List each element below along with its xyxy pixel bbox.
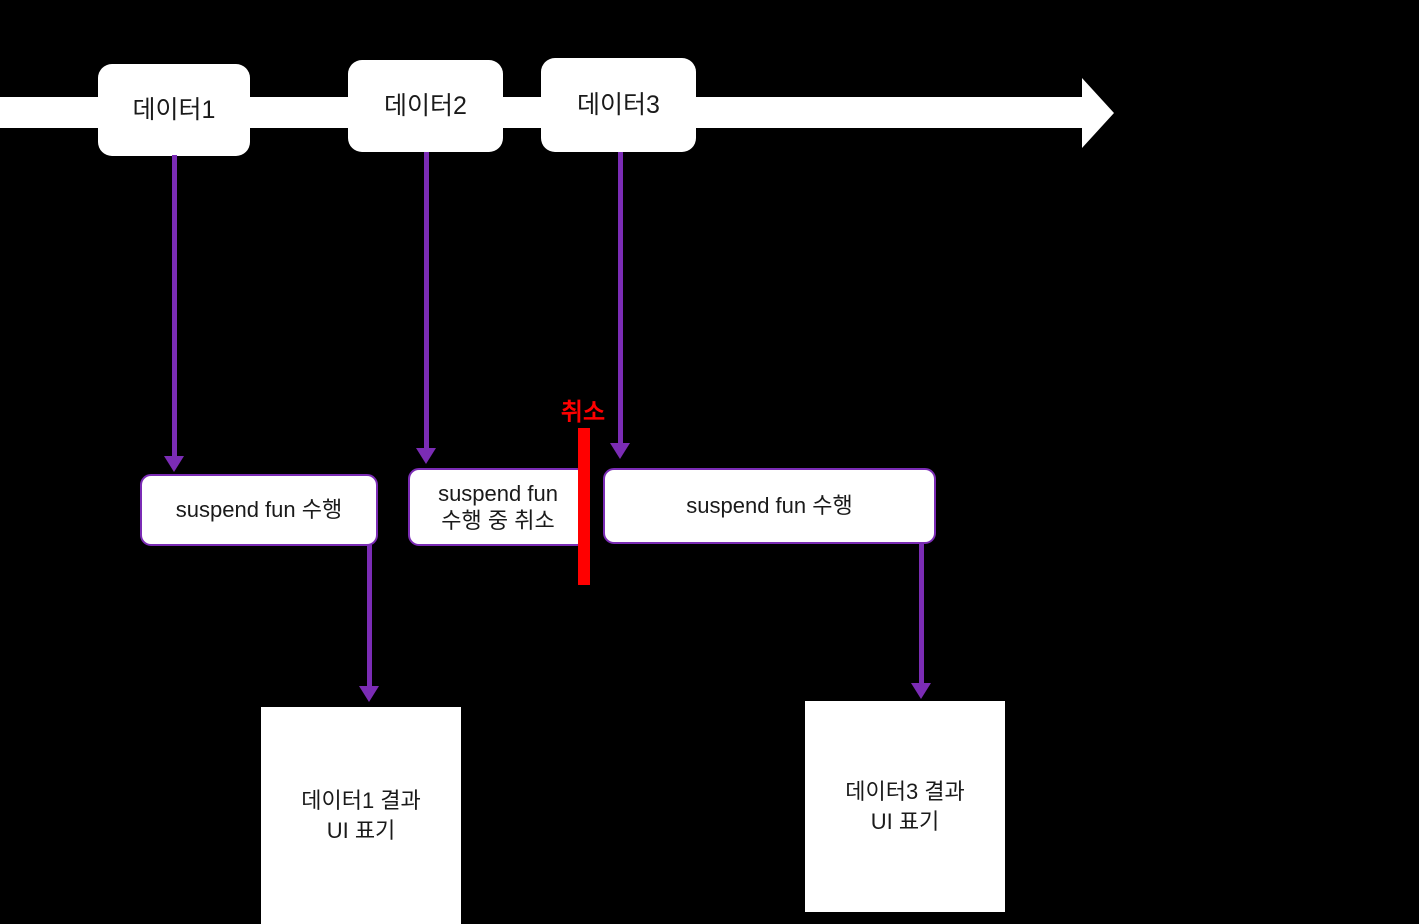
- data-box-2[interactable]: 데이터2: [348, 60, 503, 152]
- result-box-1-label-line1: 데이터1 결과: [301, 787, 421, 813]
- arrow-suspend3-to-result3-head-icon: [911, 683, 931, 699]
- arrow-data3-to-suspend3-head-icon: [610, 443, 630, 459]
- arrow-suspend1-to-result1-head-icon: [359, 686, 379, 702]
- result-box-3[interactable]: 데이터3 결과 UI 표기: [805, 701, 1005, 912]
- result-box-3-label-line1: 데이터3 결과: [845, 778, 965, 804]
- timeline-arrow-head-icon: [1082, 78, 1114, 148]
- result-box-3-label-line2: UI 표기: [870, 808, 940, 834]
- data-box-2-label: 데이터2: [384, 92, 467, 120]
- data-box-3-label: 데이터3: [577, 91, 660, 119]
- cancel-bar: [578, 428, 590, 585]
- timeline-segment-2: [501, 97, 543, 128]
- arrow-suspend1-to-result1-line: [367, 545, 372, 688]
- arrow-data3-to-suspend3-line: [618, 152, 623, 445]
- data-box-3[interactable]: 데이터3: [541, 58, 696, 152]
- arrow-data2-to-suspend2-line: [424, 152, 429, 450]
- timeline-segment-start: [0, 97, 100, 128]
- suspend-box-1[interactable]: suspend fun 수행: [140, 474, 378, 546]
- suspend-box-3[interactable]: suspend fun 수행: [603, 468, 936, 544]
- cancel-label: 취소: [543, 392, 623, 427]
- suspend-box-2[interactable]: suspend fun 수행 중 취소: [408, 468, 588, 546]
- suspend-box-1-label: suspend fun 수행: [175, 497, 343, 523]
- timeline-segment-1: [248, 97, 350, 128]
- timeline-segment-end: [694, 97, 1084, 128]
- arrow-suspend3-to-result3-line: [919, 543, 924, 685]
- data-box-1-label: 데이터1: [132, 96, 216, 124]
- result-box-1[interactable]: 데이터1 결과 UI 표기: [261, 707, 461, 924]
- arrow-data2-to-suspend2-head-icon: [416, 448, 436, 464]
- suspend-box-3-label: suspend fun 수행: [686, 493, 853, 519]
- data-box-1[interactable]: 데이터1: [98, 64, 250, 156]
- suspend-box-2-label-line2: 수행 중 취소: [441, 508, 555, 533]
- cancel-label-text: 취소: [560, 399, 606, 426]
- result-box-1-label-line2: UI 표기: [326, 817, 396, 843]
- suspend-box-2-label-line1: suspend fun: [438, 480, 558, 506]
- arrow-data1-to-suspend1-head-icon: [164, 456, 184, 472]
- arrow-data1-to-suspend1-line: [172, 155, 177, 458]
